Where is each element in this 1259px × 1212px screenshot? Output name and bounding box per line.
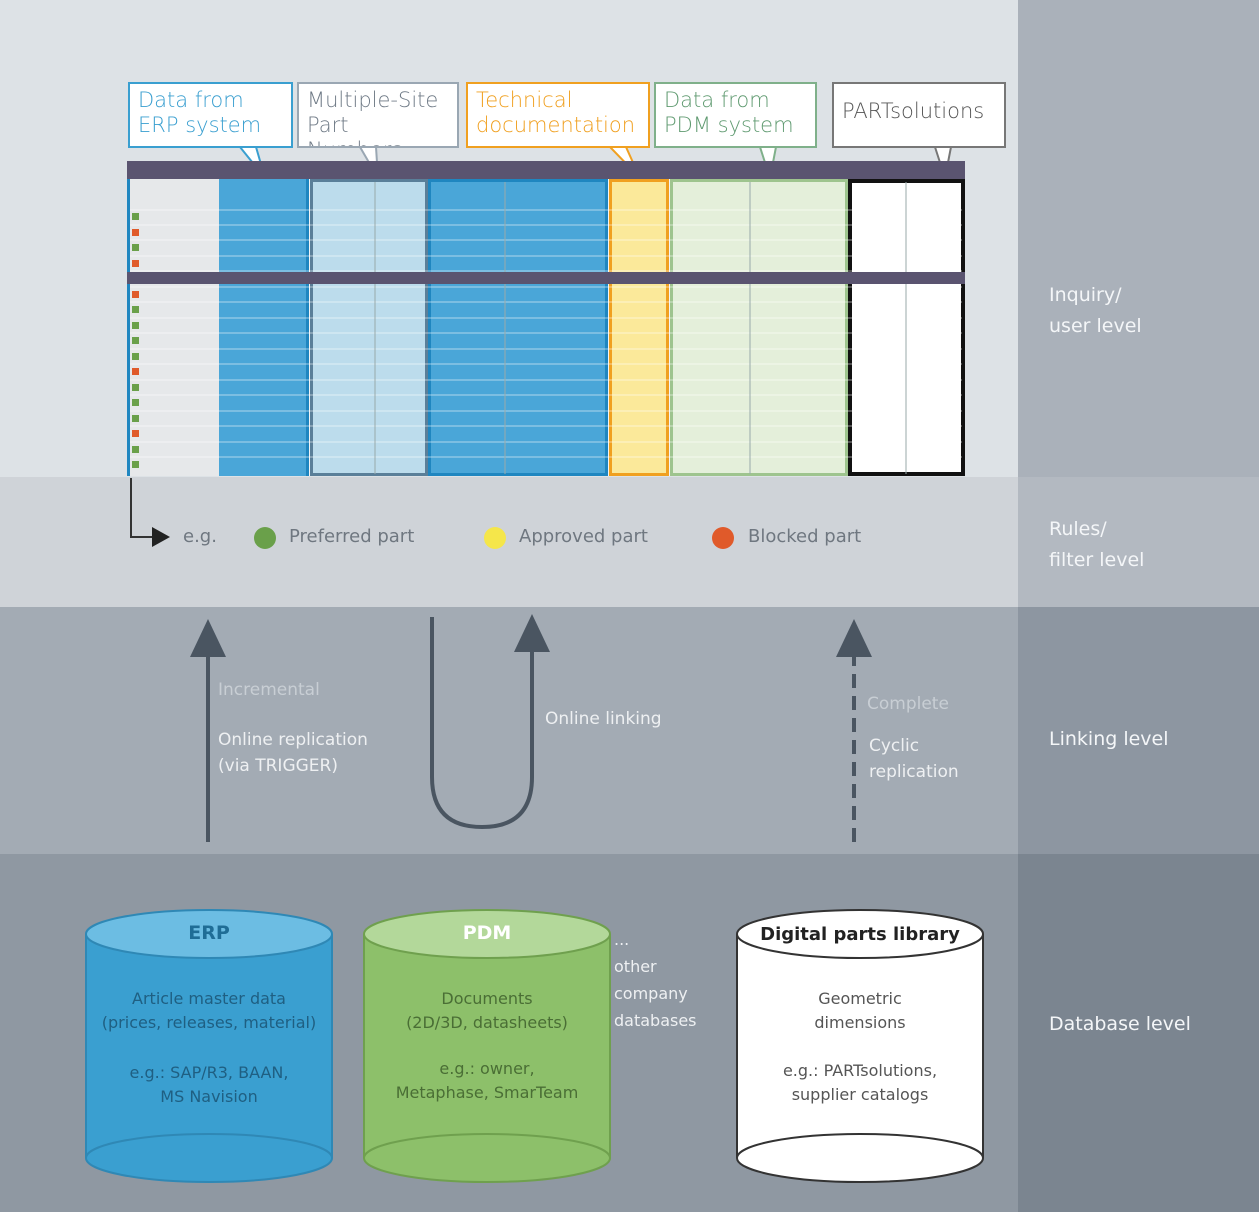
window-title-bar xyxy=(127,161,965,179)
pdm-db-title: PDM xyxy=(462,922,512,944)
multisite-callout: Multiple-Site Part Numbers xyxy=(297,82,459,148)
legend-approved: Approved part xyxy=(519,526,648,547)
legend-blocked: Blocked part xyxy=(748,526,862,547)
linking-complete: Complete xyxy=(867,694,949,714)
pdm-callout: Data from PDM system xyxy=(654,82,817,148)
pdm-db-example: e.g.: owner, Metaphase, SmarTeam xyxy=(395,1059,579,1102)
table-row-lines xyxy=(130,182,962,474)
pdm-cylinder xyxy=(363,909,611,1183)
database-level-label: Database level xyxy=(1049,1013,1191,1035)
linking-online-linking: Online linking xyxy=(545,709,662,729)
legend-eg: e.g. xyxy=(183,526,217,547)
linking-arrows xyxy=(190,614,872,842)
approved-dot-icon xyxy=(484,527,506,549)
erp-callout: Data from ERP system xyxy=(128,82,293,148)
erp-db-title: ERP xyxy=(188,922,230,944)
linking-cyclic-replication: Cyclic replication xyxy=(869,736,959,782)
database-cylinders xyxy=(85,909,984,1183)
erp-cylinder xyxy=(85,909,333,1183)
techdoc-callout: Technical documentation xyxy=(466,82,650,148)
table-selected-row xyxy=(127,272,965,284)
linking-incremental: Incremental xyxy=(218,680,320,700)
linking-level-side xyxy=(1018,607,1259,854)
inquiry-level-side xyxy=(1018,0,1259,477)
linking-level-label: Linking level xyxy=(1049,728,1169,750)
legend-preferred: Preferred part xyxy=(289,526,415,547)
library-db-example: e.g.: PARTsolutions, supplier catalogs xyxy=(782,1061,938,1104)
blocked-dot-icon xyxy=(712,527,734,549)
database-level-side xyxy=(1018,854,1259,1212)
rules-level-label: Rules/ filter level xyxy=(1049,518,1145,571)
inquiry-level-label: Inquiry/ user level xyxy=(1049,284,1142,337)
pdm-db-desc: Documents (2D/3D, datasheets) xyxy=(406,989,568,1032)
erp-db-example: e.g.: SAP/R3, BAAN, MS Navision xyxy=(129,1063,289,1106)
erp-db-desc: Article master data (prices, releases, m… xyxy=(101,989,317,1032)
preferred-dot-icon xyxy=(254,527,276,549)
rules-arrow xyxy=(130,478,170,547)
rules-level-band xyxy=(0,477,1018,607)
library-cylinder xyxy=(736,909,984,1183)
partsolutions-callout: PARTsolutions xyxy=(832,82,1006,148)
linking-online-replication: Online replication (via TRIGGER) xyxy=(218,730,368,776)
other-databases: ... other company databases xyxy=(614,930,697,1030)
library-db-title: Digital parts library xyxy=(760,924,960,945)
library-db-desc: Geometric dimensions xyxy=(814,989,906,1032)
rules-level-side xyxy=(1018,477,1259,607)
